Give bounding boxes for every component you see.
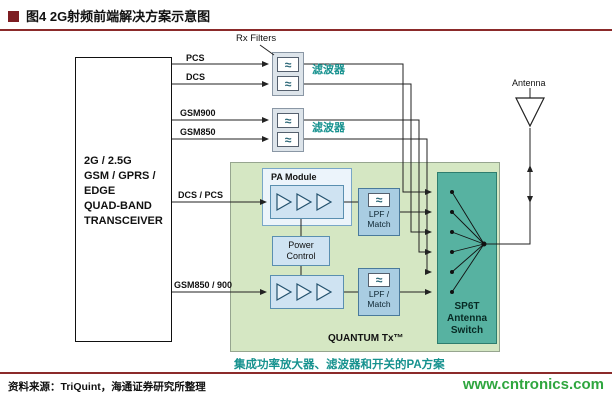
signal-label-gsm850: GSM850 <box>180 127 216 137</box>
pa-amplifier-cell-2 <box>270 275 344 309</box>
source-note: 资料来源：TriQuint，海通证券研究所整理 <box>8 381 206 393</box>
filter-wave-icon: ≈ <box>368 193 390 207</box>
filter-wave-icon: ≈ <box>277 113 299 128</box>
signal-label-gsm850-900: GSM850 / 900 <box>174 280 233 290</box>
lpf-match-label: LPF / <box>368 289 390 299</box>
filter-cn-label-2: 滤波器 <box>312 122 345 134</box>
filter-wave-icon: ≈ <box>277 76 299 91</box>
signal-label-dcs-pcs: DCS / PCS <box>178 190 224 200</box>
pa-amplifier-cell-1 <box>270 185 344 219</box>
quantum-tx-label: QUANTUM Tx™ <box>328 333 404 344</box>
power-control-box: Power Control <box>272 236 330 266</box>
transceiver-line: TRANSCEIVER <box>84 215 163 227</box>
sp6t-label: Antenna <box>447 313 487 324</box>
transceiver-line: 2G / 2.5G <box>84 155 132 167</box>
signal-label-gsm900: GSM900 <box>180 108 216 118</box>
signal-label-dcs: DCS <box>186 72 206 82</box>
lpf-match-label: LPF / <box>368 209 390 219</box>
figure-title: 图4 2G射频前端解决方案示意图 <box>26 9 211 24</box>
lpf-match-box-2: ≈ LPF / Match <box>358 268 400 316</box>
figure-caption: 集成功率放大器、滤波器和开关的PA方案 <box>234 359 445 371</box>
watermark-text: www.cntronics.com <box>462 376 604 393</box>
sp6t-antenna-switch-box: SP6T Antenna Switch <box>437 172 497 344</box>
sp6t-label: Switch <box>450 325 484 336</box>
pa-module-label: PA Module <box>271 172 317 182</box>
lpf-match-label: Match <box>367 219 391 229</box>
filter-wave-icon: ≈ <box>368 273 390 287</box>
footer-divider <box>0 372 612 374</box>
signal-label-pcs: PCS <box>186 53 205 63</box>
transceiver-line: GSM / GPRS / <box>84 170 156 182</box>
filter-wave-icon: ≈ <box>277 132 299 147</box>
antenna-label: Antenna <box>512 78 546 88</box>
lpf-match-box-1: ≈ LPF / Match <box>358 188 400 236</box>
filter-cn-label-1: 滤波器 <box>312 64 345 76</box>
sp6t-label: SP6T <box>454 301 480 312</box>
power-control-label: Power <box>288 240 314 250</box>
rx-filter-bank-1: ≈ ≈ <box>272 52 304 96</box>
filter-wave-icon: ≈ <box>277 57 299 72</box>
title-bullet-icon <box>8 11 19 22</box>
lpf-match-label: Match <box>367 299 391 309</box>
transceiver-line: EDGE <box>84 185 116 197</box>
title-divider <box>0 29 612 31</box>
power-control-label: Control <box>286 251 316 261</box>
rx-filters-label: Rx Filters <box>236 33 277 44</box>
antenna-icon <box>515 97 545 128</box>
transceiver-line: QUAD-BAND <box>84 200 152 212</box>
rx-filter-bank-2: ≈ ≈ <box>272 108 304 152</box>
transceiver-box: 2G / 2.5G GSM / GPRS / EDGE QUAD-BAND TR… <box>75 57 172 342</box>
